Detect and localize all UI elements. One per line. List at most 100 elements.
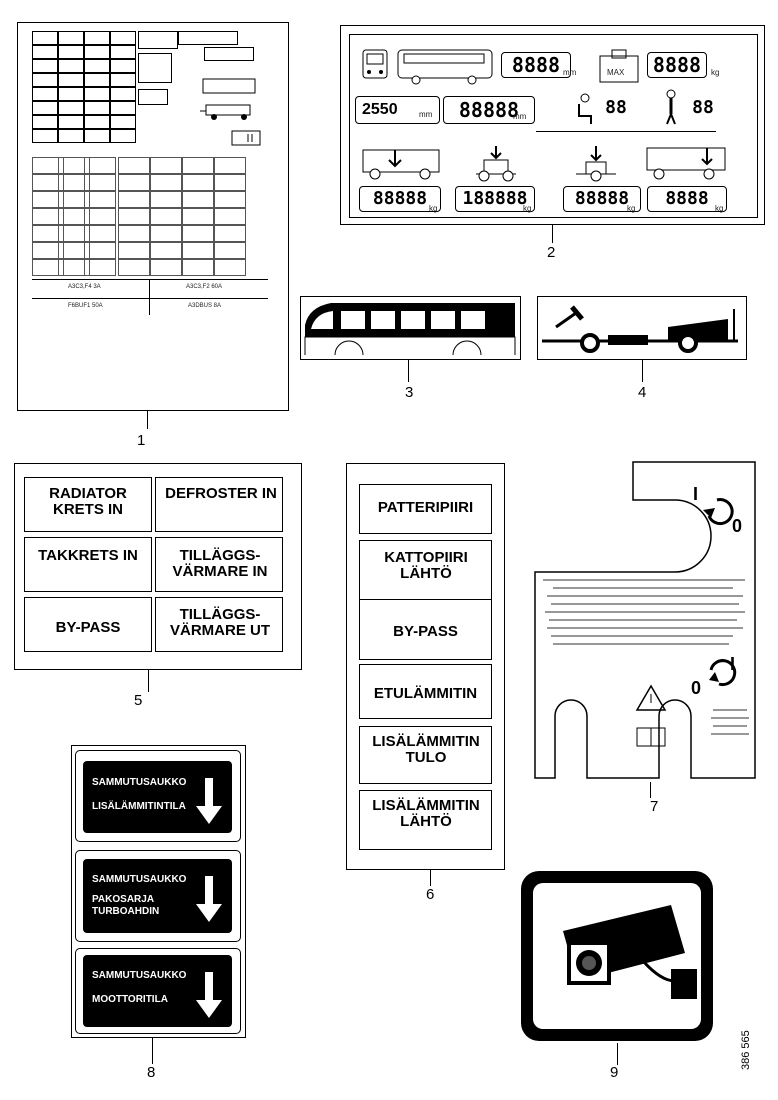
fuse-cell	[84, 45, 110, 59]
fuse-cell	[110, 45, 136, 59]
fuse-cell	[32, 174, 64, 191]
fuse-cell	[32, 129, 58, 143]
part-number: 386 565	[740, 1030, 752, 1070]
fuse-cell	[58, 242, 90, 259]
fuse-cell	[32, 157, 64, 174]
fuse-cell	[214, 191, 246, 208]
fuse-cell	[118, 225, 150, 242]
sign-subtitle: PAKOSARJA TURBOAHDIN	[92, 894, 160, 917]
fuse-cell	[32, 59, 58, 73]
down-arrow-icon	[196, 876, 222, 922]
extinguisher-decal: SAMMUTUSAUKKO LISÄLÄMMITINTILA SAMMUTUSA…	[71, 745, 246, 1038]
fuse-grid	[18, 23, 288, 353]
fuse-cell	[214, 157, 246, 174]
heater-switch-decal	[534, 461, 756, 779]
valve-cell	[359, 600, 492, 660]
callout-7: 7	[650, 798, 659, 815]
fuse-cell	[58, 31, 84, 45]
fuse-cell	[110, 115, 136, 129]
fuse-cell	[58, 129, 84, 143]
fuse-cell	[84, 242, 116, 259]
fuse-cell	[214, 225, 246, 242]
fuse-cell	[58, 208, 90, 225]
fuse-cell	[150, 259, 182, 276]
fuse-cell	[32, 115, 58, 129]
valve-cell	[359, 664, 492, 719]
axle-load-icon-2	[476, 146, 516, 182]
callout-4: 4	[638, 384, 647, 401]
valve-label-decal-finnish: PATTERIPIIRI KATTOPIIRI LÄHTÖ BY-PASS ET…	[346, 463, 505, 870]
leader-2	[552, 225, 553, 243]
fuse-cell	[84, 101, 110, 115]
fuse-chart-divider	[32, 279, 268, 280]
fuse-cell	[84, 87, 110, 101]
seated-passenger-icon	[578, 93, 592, 124]
fuse-cell	[118, 157, 150, 174]
fuse-chart-divider-3	[149, 279, 150, 315]
fuse-label-b: A3C3,F2 60A	[186, 284, 223, 290]
valve-cell	[24, 597, 152, 652]
fuse-cell	[32, 45, 58, 59]
fuse-cell	[110, 31, 136, 45]
fuse-cell	[150, 242, 182, 259]
fuse-cell	[32, 87, 58, 101]
leader-4	[642, 360, 643, 382]
standing-passenger-icon	[666, 89, 676, 125]
fuse-cell	[118, 208, 150, 225]
fuse-chart-decal: A3C3,F4 3A A3C3,F2 60A F6BUF1 50A A3DBUS…	[17, 22, 289, 411]
valve-cell	[155, 477, 283, 532]
sign-frame	[75, 850, 241, 942]
switch-off-mark-bottom: 0	[691, 678, 702, 698]
valve-label-patteripiiri: PATTERIPIIRI	[377, 499, 474, 516]
valve-label-bypass-fi: BY-PASS	[393, 623, 458, 640]
leader-6	[430, 870, 431, 886]
fuse-cell	[110, 101, 136, 115]
fuse-cell	[150, 225, 182, 242]
callout-8: 8	[147, 1064, 156, 1081]
fuse-cell	[84, 191, 116, 208]
fuse-cell	[150, 208, 182, 225]
fuse-cell	[118, 174, 150, 191]
fuse-cell	[110, 59, 136, 73]
leader-7	[650, 782, 651, 798]
valve-label-lisalammitin-tulo: LISÄLÄMMITIN TULO	[372, 733, 480, 766]
fuse-cell	[118, 259, 150, 276]
bus-side-icon-2	[397, 49, 493, 85]
fuse-cell	[214, 259, 246, 276]
fuse-cell	[214, 208, 246, 225]
valve-label-bypass: BY-PASS	[55, 619, 121, 636]
bus-front-icon	[362, 49, 388, 79]
valve-label-tillaggs-in: TILLÄGGS-VÄRMARE IN	[172, 547, 268, 580]
leader-5	[148, 670, 149, 692]
sign-title: SAMMUTUSAUKKO	[92, 777, 187, 788]
fuse-cell	[32, 101, 58, 115]
callout-2: 2	[547, 244, 556, 261]
row-divider	[536, 131, 716, 132]
fuse-cell	[32, 191, 64, 208]
fuse-cell	[84, 59, 110, 73]
valve-cell	[155, 597, 283, 652]
callout-6: 6	[426, 886, 435, 903]
readout-axle-4: 8888	[647, 186, 727, 212]
down-arrow-icon	[196, 972, 222, 1018]
valve-cell	[359, 726, 492, 784]
unit-mm-2: mm	[419, 110, 433, 119]
fuse-label-d: A3DBUS 8A	[188, 303, 222, 309]
fuse-label-c: F6BUF1 50A	[68, 303, 103, 309]
fuse-cell	[32, 242, 64, 259]
fuse-cell	[84, 115, 110, 129]
callout-1: 1	[137, 432, 146, 449]
fuse-cell	[84, 157, 116, 174]
tow-decal	[537, 296, 747, 360]
switch-on-mark-bottom: I	[730, 654, 736, 674]
camera-decal	[519, 869, 715, 1043]
valve-cell	[359, 790, 492, 850]
weight-max-icon	[599, 49, 639, 83]
sign-subtitle: MOOTTORITILA	[92, 994, 168, 1005]
readout-max-weight: 8888	[647, 52, 707, 78]
fuse-label-a: A3C3,F4 3A	[68, 284, 101, 290]
max-label: MAX	[607, 68, 625, 77]
load-indicator-decal: 8888 mm MAX 8888 kg 2550 mm 88888 mm 88 …	[340, 25, 765, 225]
fuse-cell	[182, 208, 214, 225]
callout-3: 3	[405, 384, 414, 401]
